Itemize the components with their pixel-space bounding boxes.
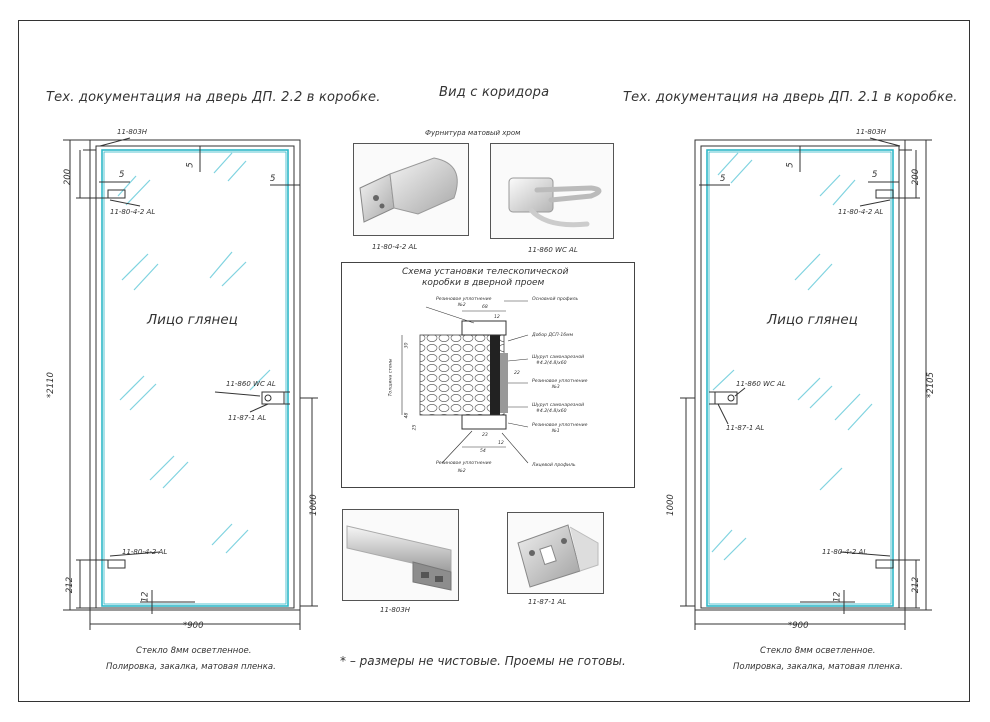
scheme-n1: №1 xyxy=(552,429,560,434)
left-width-dim: *900 xyxy=(183,621,204,631)
scheme-dim-25: 25 xyxy=(412,424,418,431)
right-hinge-bottom-label: 11-80-4-2 AL xyxy=(822,548,868,556)
handle-photo-label: 11-860 WC AL xyxy=(528,246,578,254)
scheme-screw1: Шуруп самонарезной xyxy=(532,355,585,360)
scheme-title-line1: Схема установки телескопической xyxy=(402,267,569,277)
left-dim-12: 12 xyxy=(140,591,151,603)
scheme-dobor: Добор ДСП-16мм xyxy=(532,333,574,338)
scheme-n2-top: №2 xyxy=(458,303,466,308)
scheme-drawing xyxy=(401,300,529,464)
right-handle-label: 11-860 WC AL xyxy=(736,380,786,388)
scheme-dim-48: 48 xyxy=(404,412,410,419)
scheme-seal-n2-bottom: Резиновое уплотнение xyxy=(436,461,492,466)
right-dim-200: 200 xyxy=(911,168,922,186)
strike-photo xyxy=(507,512,604,594)
right-face-label: Лицо глянец xyxy=(767,312,858,328)
scheme-dim-23: 23 xyxy=(482,433,488,438)
handle-icon xyxy=(508,177,602,228)
right-note-finish: Полировка, закалка, матовая пленка. xyxy=(733,662,903,672)
right-strike-label: 11-87-1 AL xyxy=(726,424,765,432)
right-hinge-top-label: 11-80-4-2 AL xyxy=(838,208,884,216)
left-frame-code: 11-803Н xyxy=(117,128,148,136)
scheme-dim-30: 30 xyxy=(404,342,410,349)
profile-photo-label: 11-803Н xyxy=(380,606,411,614)
scheme-dim-12: 12 xyxy=(494,315,500,320)
left-note-finish: Полировка, закалка, матовая пленка. xyxy=(106,662,276,672)
left-handle-label: 11-860 WC AL xyxy=(226,380,276,388)
strike-icon xyxy=(517,524,599,588)
left-dim-5c: 5 xyxy=(185,162,196,168)
title-left-door: Тех. документация на дверь ДП. 2.2 в кор… xyxy=(46,90,381,105)
right-door xyxy=(680,137,932,630)
right-width-dim: *900 xyxy=(788,621,809,631)
left-door xyxy=(63,137,318,630)
left-face-label: Лицо глянец xyxy=(147,312,238,328)
scheme-seal-n3: Резиновое уплотнение xyxy=(532,379,588,384)
profile-icon xyxy=(346,525,452,591)
hinge-icon xyxy=(359,157,458,223)
right-dim-1000: 1000 xyxy=(665,494,676,516)
right-note-glass: Стекло 8мм осветленное. xyxy=(760,646,876,656)
scheme-seal-n1: Резиновое уплотнение xyxy=(532,423,588,428)
right-height-dim: *2105 xyxy=(925,372,936,398)
scheme-dim-22: 22 xyxy=(514,371,520,376)
right-dim-5c: 5 xyxy=(785,162,796,168)
strike-photo-label: 11-87-1 AL xyxy=(528,598,567,606)
title-view: Вид с коридора xyxy=(439,85,550,100)
hinge-photo xyxy=(353,143,469,236)
handle-photo xyxy=(490,143,614,239)
drawing-sheet-border xyxy=(18,20,970,702)
footnote: * – размеры не чистовые. Проемы не готов… xyxy=(340,654,626,668)
left-dim-1000: 1000 xyxy=(308,494,319,516)
right-dim-5b: 5 xyxy=(872,170,878,180)
right-dim-5a: 5 xyxy=(720,174,726,184)
right-dim-12: 12 xyxy=(832,591,843,603)
scheme-main-profile: Основной профиль xyxy=(532,297,579,302)
left-hinge-bottom-label: 11-80-4-2 AL xyxy=(122,548,168,556)
right-dim-212: 212 xyxy=(911,576,922,594)
scheme-dim-54: 54 xyxy=(480,449,486,454)
left-height-dim: *2110 xyxy=(45,372,56,398)
left-note-glass: Стекло 8мм осветленное. xyxy=(136,646,252,656)
profile-photo xyxy=(342,509,459,601)
scheme-face-profile: Лицевой профиль xyxy=(532,463,576,468)
scheme-screw1-size: #4.2(4.8)х60 xyxy=(536,361,567,366)
scheme-dim-12b: 12 xyxy=(498,441,504,446)
left-dim-5b: 5 xyxy=(270,174,276,184)
left-hinge-top-label: 11-80-4-2 AL xyxy=(110,208,156,216)
left-dim-212: 212 xyxy=(65,576,76,594)
title-right-door: Тех. документация на дверь ДП. 2.1 в кор… xyxy=(623,90,958,105)
scheme-n3: №3 xyxy=(552,385,560,390)
hardware-title: Фурнитура матовый хром xyxy=(425,129,521,137)
scheme-title-line2: коробки в дверной проем xyxy=(422,278,545,288)
scheme-n2-bottom: №2 xyxy=(458,469,466,474)
scheme-screw2: Шуруп самонарезной xyxy=(532,403,585,408)
left-dim-5a: 5 xyxy=(119,170,125,180)
right-frame-code: 11-803Н xyxy=(856,128,887,136)
telescopic-frame-scheme: Схема установки телескопической коробки … xyxy=(341,262,635,488)
scheme-screw2-size: #4.2(4.8)х60 xyxy=(536,409,567,414)
scheme-seal-n2-top: Резиновое уплотнение xyxy=(436,297,492,302)
scheme-dim-68: 68 xyxy=(482,305,488,310)
scheme-wall-thickness: Толщина стены xyxy=(388,358,394,397)
left-strike-label: 11-87-1 AL xyxy=(228,414,267,422)
hinge-photo-label: 11-80-4-2 AL xyxy=(372,243,418,251)
left-dim-200: 200 xyxy=(63,168,74,186)
